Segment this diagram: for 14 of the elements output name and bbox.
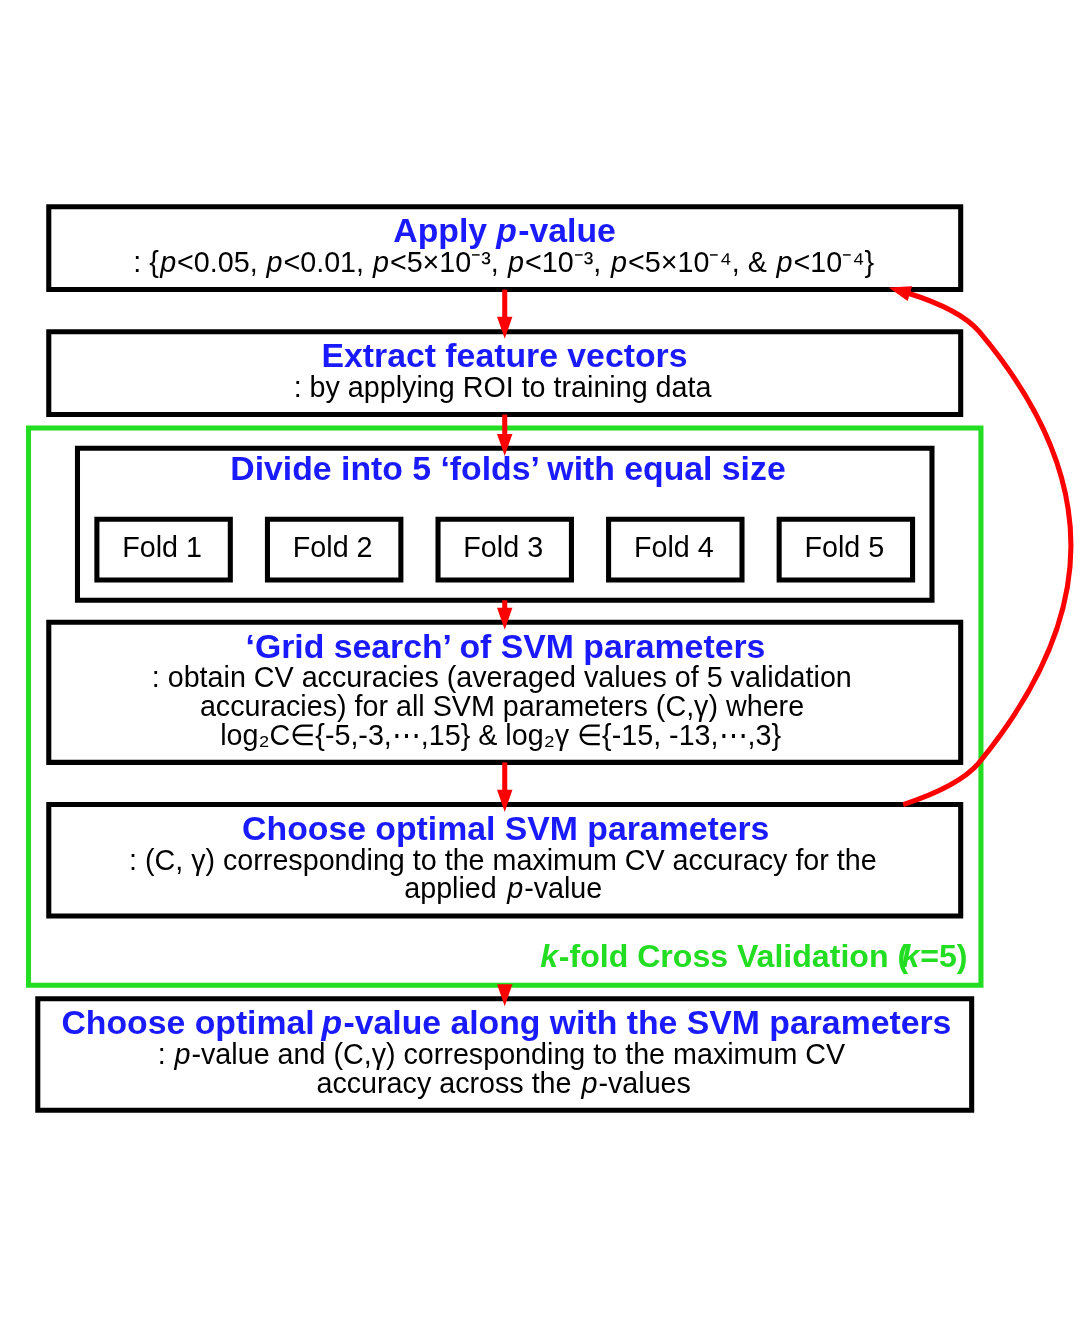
arrow (497, 762, 513, 812)
node-box: Fold 4 (606, 516, 745, 583)
node-box: Fold 5 (776, 516, 916, 583)
node-box: Extract feature vectors : by applying ROI to training data (46, 329, 964, 417)
arrow (888, 286, 1074, 807)
arrow (497, 414, 513, 456)
node-box: Choose optimal p-value along with the SVM parameters : p-value and (C,γ) corresponding to the maximum CV accuracy across the p-values (35, 996, 975, 1113)
node-box: Fold 3 (435, 516, 574, 583)
node-box: Fold 2 (264, 516, 404, 583)
arrow (497, 289, 513, 339)
node-box: Fold 1 (94, 516, 233, 583)
node-box: ‘Grid search’ of SVM parameters : obtain CV accuracies (averaged values of 5 validation accuracies) for all SVM parameters (C,γ) where log₂C∈{-5,-3,⋯,15} & log₂γ ∈{-15, -13,⋯,3} (46, 619, 964, 765)
node-box: Apply p-value : {p<0.05, p<0.01, p<5×10⁻³, p<10⁻³, p<5×10⁻⁴, & p<10⁻⁴} (46, 204, 964, 293)
node-box: Choose optimal SVM parameters : (C, γ) corresponding to the maximum CV accuracy for the applied p-value (46, 802, 964, 919)
